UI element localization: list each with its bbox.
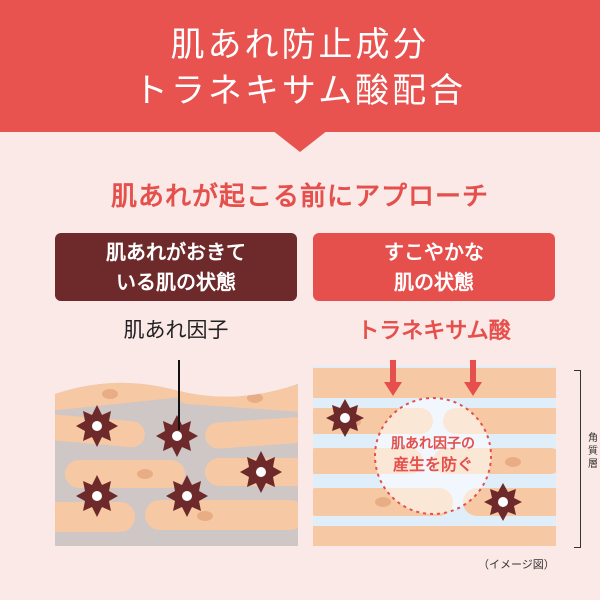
- factor-2: [156, 415, 198, 457]
- banner-title: 肌あれ防止成分 トラネキサム酸配合: [0, 22, 600, 114]
- healthy-skin-title-2: 肌の状態: [394, 270, 474, 294]
- damaged-skin-illustration: [55, 360, 298, 546]
- arrows-down: [384, 360, 482, 396]
- circle-text-1: 肌あれ因子の: [391, 436, 475, 452]
- image-note: （イメージ図）: [478, 558, 555, 571]
- damaged-skin-title-1: 肌あれがおきて: [106, 240, 246, 264]
- stratum-corneum-label: 角 質 層: [586, 432, 600, 471]
- protection-circle: [374, 397, 492, 515]
- factor-5: [166, 475, 208, 517]
- side-char-1: 角: [588, 433, 598, 444]
- rough-skin-factor-label: 肌あれ因子: [123, 318, 229, 342]
- banner-line-1: 肌あれ防止成分: [170, 25, 430, 65]
- factor-right-2: [484, 483, 522, 521]
- rough-skin-factors: [76, 405, 282, 517]
- factor-1: [76, 405, 118, 447]
- subtitle: 肌あれが起こる前にアプローチ: [110, 182, 489, 212]
- healthy-skin-box: すこやかな 肌の状態: [313, 233, 555, 301]
- damaged-skin-title-2: いる肌の状態: [116, 270, 236, 294]
- cell-nuclei-left: [102, 389, 263, 521]
- side-char-3: 層: [588, 459, 598, 470]
- factor-right-1: [326, 399, 364, 437]
- stratum-bracket: [574, 370, 581, 548]
- side-char-2: 質: [588, 446, 598, 457]
- tranexamic-acid-label: トラネキサム酸: [357, 319, 511, 344]
- factor-4: [76, 475, 118, 517]
- factor-3: [240, 451, 282, 493]
- circle-text-2: 産生を防ぐ: [393, 455, 473, 474]
- banner-notch: [272, 130, 328, 152]
- damaged-skin-box: 肌あれがおきて いる肌の状態: [55, 233, 297, 301]
- header-banner: [0, 0, 600, 132]
- healthy-skin-title-1: すこやかな: [384, 240, 484, 264]
- banner-line-2: トラネキサム酸配合: [133, 71, 467, 111]
- healthy-skin-illustration: 肌あれ因子の 産生を防ぐ: [313, 360, 556, 546]
